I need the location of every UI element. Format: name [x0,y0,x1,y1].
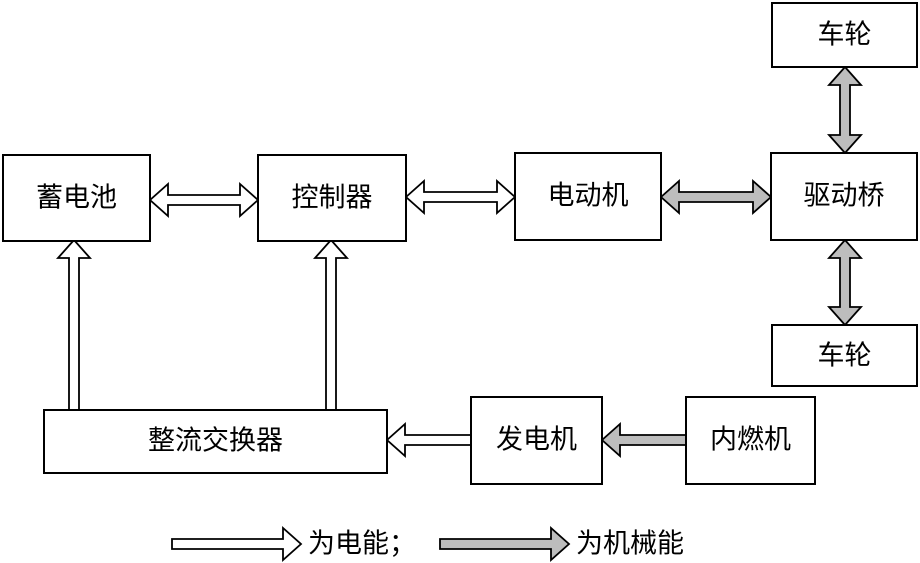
node-wheel-bottom-label: 车轮 [818,341,872,372]
node-engine: 内燃机 [685,396,816,485]
node-rectifier: 整流交换器 [43,409,388,474]
arrow-engine-generator [600,421,687,459]
node-wheel-top-label: 车轮 [818,20,872,51]
node-battery-label: 蓄电池 [36,183,117,214]
node-wheel-bottom: 车轮 [771,324,918,387]
legend-electric-arrow [171,525,303,563]
arrow-generator-rectifier [385,421,472,459]
arrow-driveaxle-wheel-top [826,65,864,155]
legend-mechanical-arrow [439,525,571,563]
node-rectifier-label: 整流交换器 [148,426,283,457]
arrow-rectifier-controller [312,238,350,411]
node-battery: 蓄电池 [2,154,151,242]
legend: 为电能； 为机械能 [171,525,684,563]
node-engine-label: 内燃机 [710,425,791,456]
node-wheel-top: 车轮 [771,2,918,68]
node-drive-axle: 驱动桥 [770,152,918,241]
arrow-battery-controller [148,181,260,219]
node-motor-label: 电动机 [548,181,629,212]
arrow-rectifier-battery [55,238,93,411]
arrow-motor-driveaxle [659,178,773,216]
node-controller: 控制器 [257,154,407,242]
arrow-driveaxle-wheel-bottom [826,238,864,327]
node-controller-label: 控制器 [292,183,373,214]
node-generator: 发电机 [470,396,603,485]
node-drive-axle-label: 驱动桥 [804,181,885,212]
legend-electric-label: 为电能； [308,529,416,560]
arrow-controller-motor [404,178,517,216]
node-generator-label: 发电机 [496,425,577,456]
node-motor: 电动机 [514,152,662,241]
legend-mechanical-label: 为机械能 [576,529,684,560]
